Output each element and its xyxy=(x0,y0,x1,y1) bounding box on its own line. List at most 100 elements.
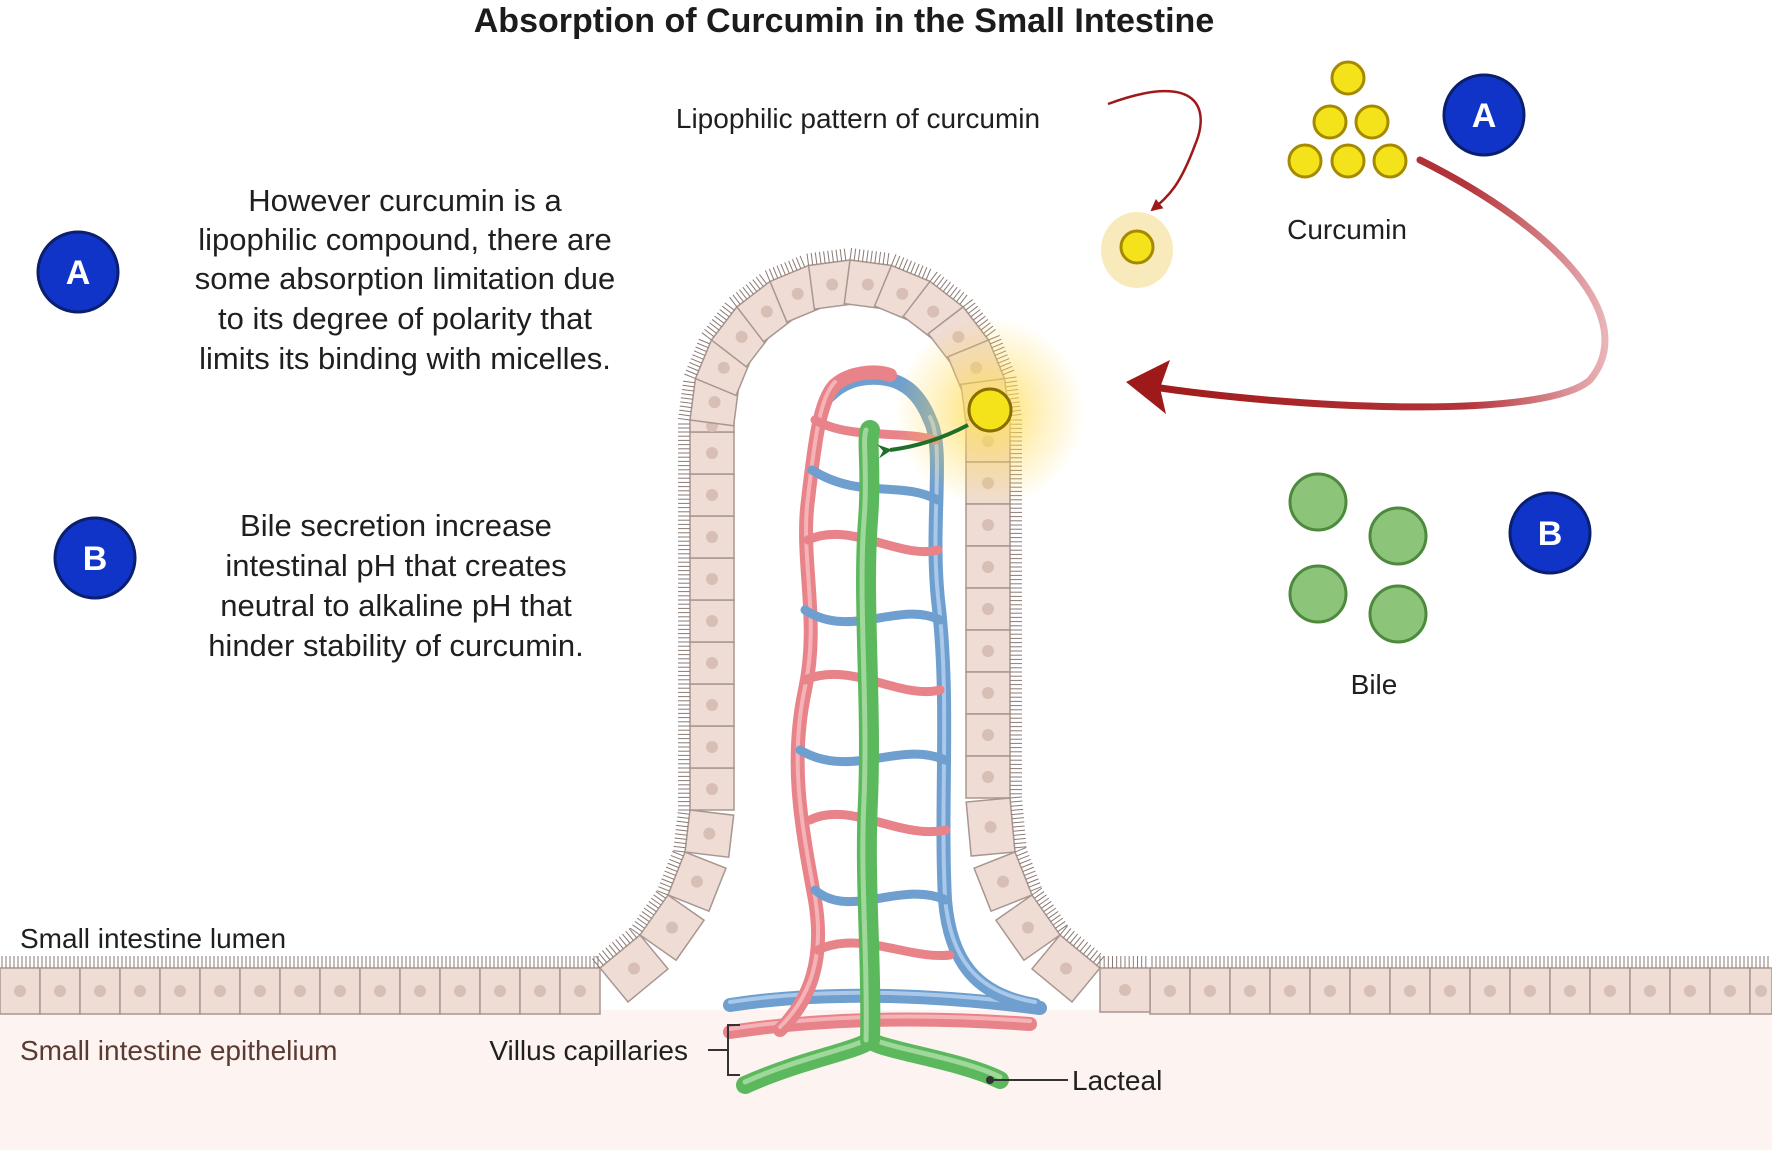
microvillus xyxy=(1041,901,1052,909)
microvillus xyxy=(952,289,961,300)
microvillus xyxy=(1013,833,1026,836)
epithelium-layer xyxy=(0,248,1772,1015)
microvillus xyxy=(861,249,865,262)
microvillus xyxy=(693,350,706,356)
microvillus xyxy=(1022,866,1035,873)
cell-nucleus xyxy=(717,361,730,374)
cell-nucleus xyxy=(690,875,703,888)
microvillus xyxy=(886,252,890,265)
microvillus xyxy=(661,878,673,884)
microvillus xyxy=(646,904,657,913)
microvillus xyxy=(1017,854,1030,861)
badge-b-right: B xyxy=(1508,491,1592,575)
microvillus xyxy=(595,955,604,966)
lipophilic-curcumin-molecule xyxy=(1119,229,1155,265)
microvillus xyxy=(1011,817,1024,820)
curcumin-molecule xyxy=(1354,104,1390,140)
microvillus xyxy=(679,405,692,409)
cell-nucleus xyxy=(706,447,718,459)
cell-nucleus xyxy=(997,875,1010,888)
note-b-line: intestinal pH that creates xyxy=(225,548,566,583)
microvillus xyxy=(625,930,634,941)
cell-nucleus xyxy=(54,985,66,997)
cell-nucleus xyxy=(982,603,994,615)
microvillus xyxy=(735,291,744,303)
microvillus xyxy=(598,952,608,963)
cell-nucleus xyxy=(254,985,266,997)
microvillus xyxy=(795,257,802,269)
microvillus xyxy=(682,384,695,388)
epithelium-label: Small intestine epithelium xyxy=(20,1035,338,1066)
microvillus xyxy=(1010,800,1023,803)
microvillus xyxy=(677,816,690,819)
microvillus xyxy=(835,249,839,262)
microvillus xyxy=(677,812,690,815)
microvillus xyxy=(696,342,709,349)
microvillus xyxy=(764,270,771,282)
cell-nucleus xyxy=(826,278,839,291)
capillaries-bracket xyxy=(708,1024,740,1076)
cell-nucleus xyxy=(982,645,994,657)
microvillus xyxy=(678,413,691,417)
lumen-label: Small intestine lumen xyxy=(20,923,286,954)
bile-molecule xyxy=(1288,472,1348,532)
cell-nucleus xyxy=(294,985,306,997)
microvillus xyxy=(1014,846,1027,849)
microvillus xyxy=(690,358,703,364)
microvillus xyxy=(1092,952,1102,963)
microvillus xyxy=(673,845,686,849)
svg-text:B: B xyxy=(1538,515,1563,553)
microvillus xyxy=(670,854,683,861)
microvillus xyxy=(1011,808,1024,811)
uptake-arrow xyxy=(877,423,969,459)
microvillus xyxy=(701,332,712,341)
microvillus xyxy=(706,325,717,334)
microvillus xyxy=(716,312,727,321)
microvillus xyxy=(806,253,810,266)
microvillus xyxy=(687,365,699,372)
svg-text:B: B xyxy=(83,540,108,578)
microvillus xyxy=(1009,796,1022,799)
note-a-line: some absorption limitation due xyxy=(195,261,615,296)
cell-nucleus xyxy=(94,985,106,997)
microvillus xyxy=(965,302,976,311)
microvillus xyxy=(906,260,912,273)
microvillus xyxy=(688,361,701,368)
microvillus xyxy=(714,315,725,324)
microvillus xyxy=(772,266,779,279)
note-b: Bile secretion increase intestinal pH th… xyxy=(208,508,584,663)
curcumin-molecule xyxy=(1372,143,1408,179)
cell-nucleus xyxy=(214,985,226,997)
microvillus xyxy=(674,841,687,845)
cell-nucleus xyxy=(982,561,994,573)
curcumin-cluster xyxy=(1287,60,1408,179)
microvillus xyxy=(1012,825,1025,828)
cell-nucleus xyxy=(134,985,146,997)
cell-nucleus xyxy=(1244,985,1256,997)
microvillus xyxy=(1082,944,1092,955)
cell-nucleus xyxy=(861,278,874,291)
microvillus xyxy=(698,338,711,345)
microvillus xyxy=(1043,904,1054,913)
microvillus xyxy=(676,824,689,828)
curcumin-label: Curcumin xyxy=(1287,214,1407,245)
microvillus xyxy=(1024,870,1036,876)
microvillus xyxy=(853,248,857,261)
microvillus xyxy=(866,250,869,263)
cell-nucleus xyxy=(982,729,994,741)
microvillus xyxy=(776,265,783,277)
cell-nucleus xyxy=(706,489,718,501)
microvillus xyxy=(857,249,861,262)
lipophilic-pointer-arrow xyxy=(1107,89,1202,212)
microvillus xyxy=(1076,939,1085,950)
microvillus xyxy=(1069,933,1079,944)
microvillus xyxy=(799,255,806,268)
microvillus xyxy=(1066,930,1075,941)
curcumin-molecule xyxy=(1330,143,1366,179)
note-a-line: limits its binding with micelles. xyxy=(199,341,611,376)
microvillus xyxy=(724,302,735,311)
microvillus xyxy=(1027,878,1039,884)
microvillus xyxy=(656,890,669,896)
microvillus xyxy=(658,886,670,892)
microvillus xyxy=(679,409,692,413)
